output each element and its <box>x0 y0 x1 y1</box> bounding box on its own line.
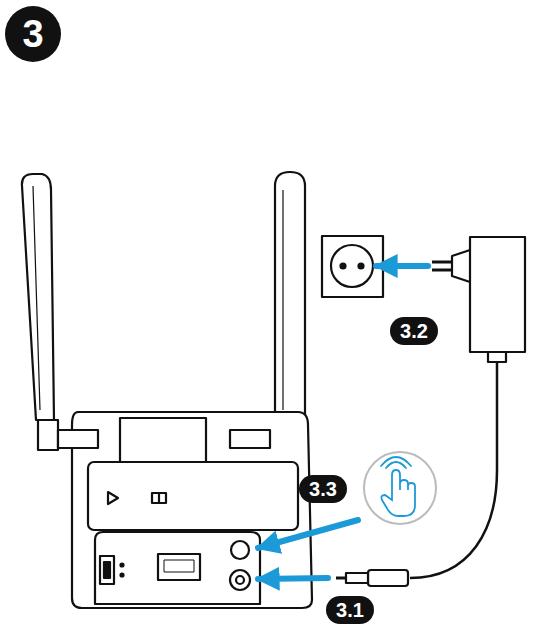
lan-port <box>158 554 200 580</box>
callout-number: 3.2 <box>400 321 428 341</box>
callout-number: 3.3 <box>299 475 347 503</box>
dc-plug <box>368 570 408 586</box>
screen <box>120 418 206 468</box>
callout-number: 3.1 <box>336 600 364 620</box>
antenna <box>275 172 305 425</box>
press-icon <box>364 452 436 524</box>
step-number: 3 <box>22 15 43 53</box>
step-number: 3 <box>5 6 61 62</box>
callout-number: 3.3 <box>309 479 337 499</box>
antenna <box>22 174 54 420</box>
dc-jack <box>230 570 250 590</box>
callout-number: 3.2 <box>390 317 438 345</box>
power-button <box>231 541 249 559</box>
power-adapter <box>470 237 525 352</box>
usb-port <box>100 556 114 584</box>
callout-number: 3.1 <box>326 596 374 624</box>
